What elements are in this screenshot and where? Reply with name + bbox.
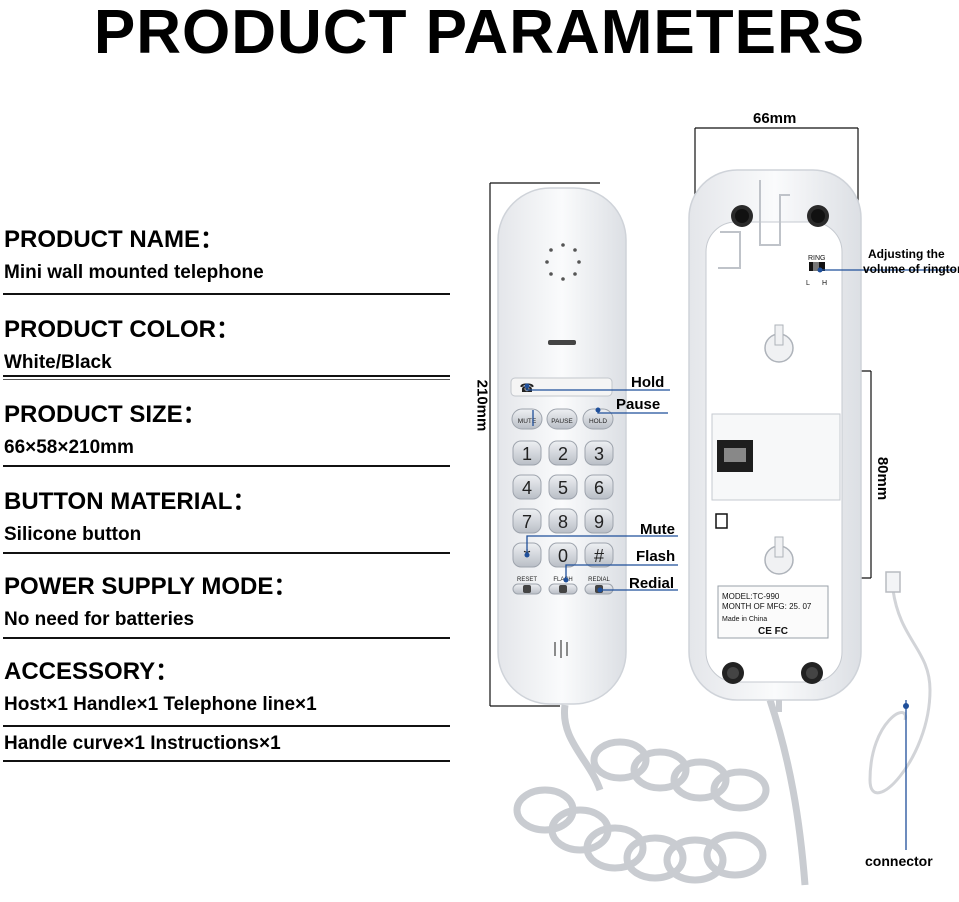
- svg-text:HOLD: HOLD: [589, 418, 607, 425]
- divider: [3, 465, 450, 467]
- svg-text:FLASH: FLASH: [553, 577, 572, 583]
- keypad-key[interactable]: 7: [512, 508, 542, 534]
- function-button-pause[interactable]: PAUSE: [546, 408, 578, 430]
- keypad-key[interactable]: 8: [548, 508, 578, 534]
- spec-value: Handle curve×1 Instructions×1: [4, 733, 281, 754]
- spec-label: ACCESSORY：: [4, 658, 180, 685]
- spec-value: Silicone button: [4, 524, 142, 545]
- spec-power-supply: POWER SUPPLY MODE： No need for batteries: [4, 573, 450, 631]
- keypad-key[interactable]: 9: [584, 508, 614, 534]
- keypad-key[interactable]: 6: [584, 474, 614, 500]
- divider: [3, 375, 450, 380]
- spec-label: PRODUCT NAME：: [4, 226, 224, 253]
- svg-text:REDIAL: REDIAL: [588, 577, 610, 583]
- svg-text:5: 5: [558, 478, 568, 498]
- svg-text:6: 6: [594, 478, 604, 498]
- divider: [3, 760, 450, 762]
- spec-value: No need for batteries: [4, 609, 195, 630]
- height-bracket: [489, 182, 600, 707]
- mute-callout: Mute: [640, 521, 675, 538]
- keypad-key[interactable]: 4: [512, 474, 542, 500]
- ringtone-callout-line2: volume of ringtone: [863, 262, 959, 276]
- flash-callout: Flash: [636, 548, 676, 565]
- keypad-key[interactable]: 2: [548, 440, 578, 466]
- redial-callout: Redial: [629, 575, 675, 592]
- spec-label: PRODUCT SIZE：: [4, 401, 207, 428]
- spec-accessory-cont: Handle curve×1 Instructions×1: [4, 733, 450, 755]
- base-back: [688, 169, 862, 712]
- telephone-line: [868, 571, 932, 795]
- function-button-flash[interactable]: FLASH: [548, 577, 578, 595]
- svg-text:1: 1: [522, 444, 532, 464]
- keypad-key[interactable]: 1: [512, 440, 542, 466]
- connector-callout: connector: [865, 853, 933, 869]
- svg-text:#: #: [594, 546, 604, 566]
- svg-text:8: 8: [558, 512, 568, 532]
- svg-text:3: 3: [594, 444, 604, 464]
- ring-label: RING: [808, 255, 826, 262]
- function-button-reset[interactable]: RESET: [512, 577, 542, 595]
- svg-text:RESET: RESET: [517, 577, 537, 583]
- spec-value: Mini wall mounted telephone: [4, 262, 264, 283]
- svg-text:2: 2: [558, 444, 568, 464]
- keypad-key[interactable]: 5: [548, 474, 578, 500]
- hold-callout: Hold: [631, 374, 665, 391]
- model-text: MODEL:TC-990: [722, 592, 780, 601]
- spec-label: POWER SUPPLY MODE：: [4, 573, 298, 600]
- spec-product-color: PRODUCT COLOR： White/Black: [4, 316, 450, 374]
- spec-product-name: PRODUCT NAME： Mini wall mounted telephon…: [4, 226, 450, 284]
- height-dimension: 210mm: [473, 379, 491, 432]
- svg-text:7: 7: [522, 512, 532, 532]
- mfg-text: MONTH OF MFG: 25. 07: [722, 602, 812, 611]
- keypad-key[interactable]: 3: [584, 440, 614, 466]
- spec-product-size: PRODUCT SIZE： 66×58×210mm: [4, 401, 450, 459]
- divider: [3, 725, 450, 727]
- svg-text:4: 4: [522, 478, 532, 498]
- spec-label: BUTTON MATERIAL：: [4, 488, 257, 515]
- svg-text:9: 9: [594, 512, 604, 532]
- switch-high-label: H: [822, 280, 827, 287]
- pause-callout: Pause: [616, 396, 661, 413]
- keypad-key[interactable]: 0: [548, 542, 578, 568]
- coiled-cord: [513, 698, 809, 886]
- spec-button-material: BUTTON MATERIAL： Silicone button: [4, 488, 450, 546]
- divider: [3, 293, 450, 295]
- keypad-key[interactable]: #: [584, 542, 614, 568]
- spec-label: PRODUCT COLOR：: [4, 316, 240, 343]
- function-button-mute[interactable]: MUTE: [511, 408, 543, 430]
- back-height-dimension: 80mm: [874, 456, 892, 501]
- divider: [3, 552, 450, 554]
- width-dimension: 66mm: [753, 110, 797, 127]
- svg-text:MUTE: MUTE: [518, 418, 537, 425]
- divider: [3, 637, 450, 639]
- origin-text: Made in China: [722, 616, 767, 623]
- spec-accessory: ACCESSORY： Host×1 Handle×1 Telephone lin…: [4, 658, 450, 716]
- spec-value: Host×1 Handle×1 Telephone line×1: [4, 694, 317, 715]
- svg-text:PAUSE: PAUSE: [551, 418, 573, 425]
- cert-marks: CE FC: [758, 626, 788, 637]
- svg-text:0: 0: [558, 546, 568, 566]
- page-title: PRODUCT PARAMETERS: [93, 0, 866, 67]
- switch-low-label: L: [806, 280, 810, 287]
- ringtone-callout-line1: Adjusting the: [868, 247, 945, 261]
- spec-value: 66×58×210mm: [4, 437, 134, 458]
- spec-value: White/Black: [4, 352, 112, 373]
